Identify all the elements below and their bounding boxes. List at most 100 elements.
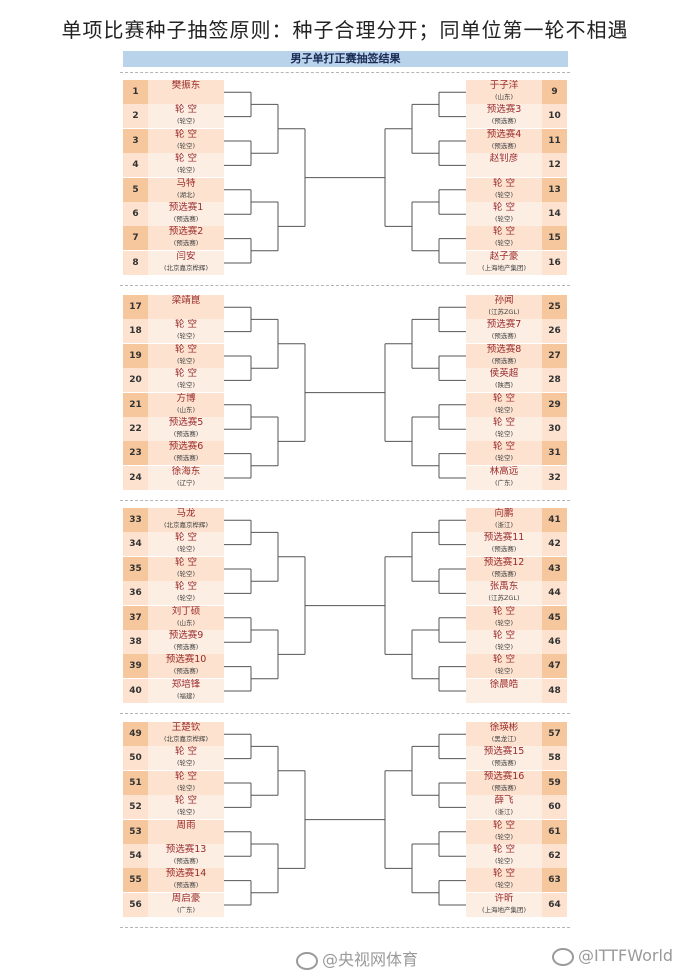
draw-position-number: 51 bbox=[123, 770, 148, 795]
watermark-right-text: @ITTFWorld bbox=[578, 946, 674, 965]
player-unit: (预选赛) bbox=[491, 117, 517, 126]
player-unit: (轮空) bbox=[494, 430, 514, 438]
player-name: 预选赛10 bbox=[165, 654, 207, 666]
player-unit: (轮空) bbox=[494, 643, 514, 651]
draw-position-number: 26 bbox=[542, 319, 567, 344]
player-entry: 轮 空(轮空) bbox=[466, 605, 542, 630]
draw-position-number: 39 bbox=[123, 654, 148, 679]
draw-position-number: 13 bbox=[542, 177, 567, 202]
watermark-left-text: @央视网体育 bbox=[322, 950, 419, 969]
player-unit: (轮空) bbox=[176, 594, 196, 603]
draw-position-number: 9 bbox=[542, 80, 567, 104]
player-unit: (轮空) bbox=[494, 215, 514, 223]
player-entry: 预选赛13(预选赛) bbox=[148, 844, 224, 868]
player-name: 赵钊彦 bbox=[489, 153, 519, 165]
draw-position-number: 6 bbox=[123, 202, 148, 226]
player-entry: 侯英超(陕西) bbox=[466, 368, 542, 393]
player-name: 徐瑛彬 bbox=[489, 722, 519, 733]
player-entry: 轮 空(轮空) bbox=[148, 532, 224, 557]
player-entry: 预选赛12(预选赛) bbox=[466, 556, 542, 581]
player-name: 轮 空 bbox=[492, 605, 516, 617]
player-entry: 轮 空(轮空) bbox=[148, 343, 224, 368]
player-unit: (预选赛) bbox=[491, 332, 517, 341]
player-entry: 轮 空(轮空) bbox=[466, 177, 542, 202]
player-unit: (轮空) bbox=[494, 667, 514, 676]
draw-position-number: 58 bbox=[542, 746, 567, 771]
player-unit: (轮空) bbox=[176, 545, 196, 554]
player-name: 轮 空 bbox=[174, 770, 198, 782]
player-name: 预选赛3 bbox=[486, 104, 522, 116]
draw-position-number: 57 bbox=[542, 722, 567, 746]
player-unit: (轮空) bbox=[494, 881, 514, 890]
player-unit: (轮空) bbox=[176, 166, 196, 175]
player-name: 预选赛7 bbox=[486, 319, 522, 331]
player-entry: 预选赛1(预选赛) bbox=[148, 202, 224, 226]
player-name: 张禹东 bbox=[489, 581, 519, 593]
player-unit: (预选赛) bbox=[173, 454, 199, 463]
player-entry: 轮 空(轮空) bbox=[466, 441, 542, 466]
player-name: 赵子豪 bbox=[489, 250, 519, 262]
weibo-icon bbox=[552, 947, 574, 966]
player-entry: 向鹏(浙江) bbox=[466, 508, 542, 532]
player-name: 王楚钦 bbox=[171, 722, 201, 733]
draw-position-number: 15 bbox=[542, 226, 567, 251]
draw-position-number: 63 bbox=[542, 868, 567, 893]
player-entry: 王楚钦(北京嘉京桦辉) bbox=[148, 722, 224, 746]
player-entry: 轮 空(轮空) bbox=[466, 202, 542, 226]
player-name: 闫安 bbox=[176, 250, 196, 262]
draw-position-number: 2 bbox=[123, 104, 148, 129]
player-entry: 孙闻(江苏ZGL) bbox=[466, 295, 542, 319]
player-entry: 郑培锋(福建) bbox=[148, 678, 224, 703]
draw-position-number: 8 bbox=[123, 250, 148, 275]
player-unit: (轮空) bbox=[176, 783, 196, 792]
player-unit: (轮空) bbox=[176, 117, 196, 126]
player-unit: (上海地产集团) bbox=[481, 905, 527, 914]
player-unit: (轮空) bbox=[494, 239, 514, 248]
player-name: 预选赛9 bbox=[168, 630, 204, 641]
draw-position-number: 22 bbox=[123, 417, 148, 441]
player-name: 轮 空 bbox=[492, 417, 516, 428]
draw-position-number: 44 bbox=[542, 581, 567, 606]
player-unit: (轮空) bbox=[494, 857, 514, 865]
draw-position-number: 33 bbox=[123, 508, 148, 532]
draw-position-number: 5 bbox=[123, 177, 148, 202]
player-unit: (辽宁) bbox=[176, 478, 196, 487]
player-name: 周雨 bbox=[176, 819, 196, 831]
player-entry: 轮 空(轮空) bbox=[466, 654, 542, 679]
draw-position-number: 38 bbox=[123, 630, 148, 654]
player-name: 林高远 bbox=[489, 465, 519, 477]
draw-position-number: 41 bbox=[542, 508, 567, 532]
player-entry: 周雨 bbox=[148, 819, 224, 844]
draw-position-number: 37 bbox=[123, 605, 148, 630]
draw-position-number: 42 bbox=[542, 532, 567, 557]
draw-position-number: 7 bbox=[123, 226, 148, 251]
weibo-icon bbox=[296, 951, 318, 970]
player-name: 轮 空 bbox=[174, 556, 198, 568]
player-unit: (山东) bbox=[176, 618, 196, 627]
player-entry: 预选赛11(预选赛) bbox=[466, 532, 542, 557]
player-entry: 薛飞(浙江) bbox=[466, 795, 542, 820]
player-unit: (预选赛) bbox=[173, 215, 199, 223]
player-name: 刘丁硕 bbox=[171, 605, 201, 617]
player-entry: 轮 空(轮空) bbox=[148, 153, 224, 178]
player-name: 马龙 bbox=[176, 508, 196, 519]
player-name: 于子洋 bbox=[489, 80, 519, 91]
draw-position-number: 12 bbox=[542, 153, 567, 178]
player-unit: (预选赛) bbox=[491, 545, 517, 554]
draw-position-number: 35 bbox=[123, 556, 148, 581]
player-entry: 预选赛4(预选赛) bbox=[466, 128, 542, 153]
player-entry: 轮 空(轮空) bbox=[466, 819, 542, 844]
player-name: 预选赛12 bbox=[483, 556, 525, 568]
player-unit: (北京嘉京桦辉) bbox=[163, 263, 209, 272]
player-name: 预选赛11 bbox=[483, 532, 525, 544]
player-name: 预选赛14 bbox=[165, 868, 207, 880]
player-entry: 闫安(北京嘉京桦辉) bbox=[148, 250, 224, 275]
player-entry: 预选赛9(预选赛) bbox=[148, 630, 224, 654]
draw-position-number: 53 bbox=[123, 819, 148, 844]
player-entry: 轮 空(轮空) bbox=[148, 770, 224, 795]
player-entry: 樊振东 bbox=[148, 80, 224, 104]
draw-position-number: 3 bbox=[123, 128, 148, 153]
section-divider bbox=[120, 285, 570, 287]
